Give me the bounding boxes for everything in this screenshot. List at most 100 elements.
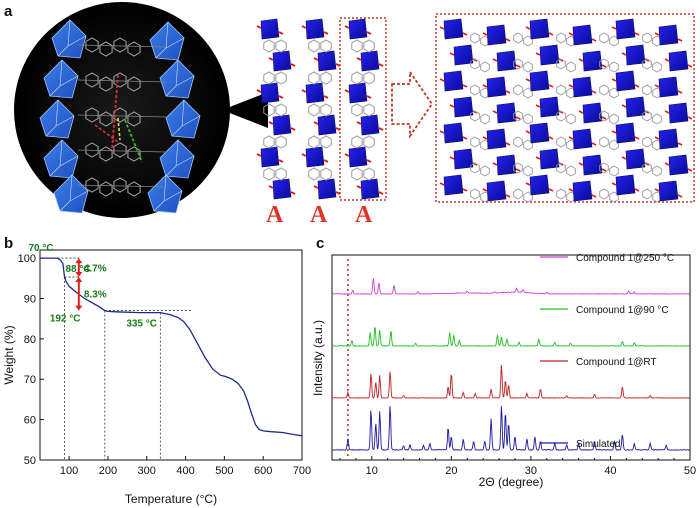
y-tick-label: 100	[18, 253, 36, 265]
ligand-ring	[351, 71, 363, 85]
ligand-ring	[85, 72, 99, 88]
ligand-ring	[642, 136, 652, 148]
oxygen-bond	[256, 25, 262, 29]
octahedron-edge	[165, 59, 195, 97]
oxygen-bond	[366, 95, 372, 99]
oxygen-bond	[278, 159, 284, 163]
ligand-ring	[470, 188, 480, 200]
oxygen-bond	[601, 116, 607, 120]
ligand-ring	[85, 177, 99, 193]
ligand-ring	[308, 135, 320, 149]
oxygen-bond	[505, 90, 511, 94]
octahedron-polyhedron	[658, 128, 679, 150]
octahedron-edge	[165, 139, 195, 177]
octahedron-polyhedron	[443, 70, 464, 92]
octahedron-polyhedron	[272, 178, 292, 200]
temp-label-70: 70 °C	[28, 243, 53, 254]
oxygen-bond	[313, 121, 319, 125]
circle-octahedra	[39, 19, 201, 214]
ligand-ring	[599, 32, 609, 44]
octahedron-polyhedron	[305, 146, 325, 168]
octahedron-polyhedron	[39, 99, 75, 139]
ligand-ring	[523, 165, 533, 177]
oxygen-bond	[268, 185, 274, 189]
ligand-ring	[609, 61, 619, 73]
oxygen-bond	[591, 38, 597, 42]
octahedron-edge	[59, 174, 89, 212]
ligand-ring	[308, 167, 320, 181]
octahedron-polyhedron	[572, 76, 593, 98]
oxygen-bond	[548, 84, 554, 88]
y-tick-label: 70	[24, 374, 36, 386]
ligand-ring	[556, 84, 566, 96]
ligand-ring	[85, 37, 99, 53]
y-tick-label: 80	[24, 334, 36, 346]
panel-a-crystal-structure: A A A	[14, 2, 695, 228]
ligand-ring	[609, 113, 619, 125]
octahedron-polyhedron	[260, 146, 280, 168]
ligand-ring	[480, 61, 490, 73]
pxrd-plot-frame	[331, 254, 691, 461]
ligand-ring	[470, 84, 480, 96]
ligand-ring	[480, 165, 490, 177]
octahedron-polyhedron	[149, 21, 185, 61]
octahedron-polyhedron	[486, 76, 507, 98]
ligand-ring	[599, 84, 609, 96]
ligand-ring	[308, 71, 320, 85]
ligand-ring	[275, 103, 287, 117]
octahedron-polyhedron	[539, 44, 560, 66]
ligand-ring	[470, 162, 480, 174]
ligand-ring	[556, 162, 566, 174]
ligand-ring	[556, 58, 566, 70]
ligand-ring	[556, 32, 566, 44]
oxygen-bond	[505, 38, 511, 42]
oxygen-bond	[677, 90, 683, 94]
temp-label-192: 192 °C	[50, 314, 81, 325]
x-tick-label: 200	[99, 465, 117, 477]
octahedron-polyhedron	[453, 96, 474, 118]
x-tick-label: 100	[60, 465, 78, 477]
octahedron-edge	[49, 139, 79, 177]
ligand-ring	[308, 103, 320, 117]
oxygen-bond	[515, 168, 521, 172]
ligand-bond	[77, 79, 167, 83]
octahedron-polyhedron	[165, 99, 201, 139]
oxygen-bond	[313, 185, 319, 189]
ligand-ring	[127, 41, 141, 57]
octahedron-polyhedron	[496, 102, 517, 124]
oxygen-bond	[568, 136, 574, 140]
octahedron-polyhedron	[305, 18, 325, 40]
x-tick-label: 30	[525, 465, 537, 477]
ligand-ring	[642, 58, 652, 70]
ligand-ring	[513, 162, 523, 174]
ligand-ring	[566, 61, 576, 73]
oxygen-bond	[515, 116, 521, 120]
ligand-ring	[263, 167, 275, 181]
octahedron-polyhedron	[668, 102, 689, 124]
ligand-ring	[470, 32, 480, 44]
oxygen-bond	[525, 182, 531, 186]
oxygen-bond	[515, 64, 521, 68]
octahedron-polyhedron	[539, 96, 560, 118]
legend-label-0: Simulated	[576, 439, 620, 450]
octahedron-polyhedron	[443, 18, 464, 40]
oxygen-bond	[505, 142, 511, 146]
ligand-ring	[113, 142, 127, 158]
x-tick-label: 20	[445, 465, 457, 477]
x-tick-label: 500	[215, 465, 233, 477]
octahedron-polyhedron	[305, 82, 325, 104]
oxygen-bond	[301, 89, 307, 93]
panel-label-c: c	[316, 235, 324, 252]
oxygen-bond	[611, 182, 617, 186]
ligand-ring	[363, 135, 375, 149]
oxygen-bond	[449, 104, 455, 108]
ligand-ring	[263, 135, 275, 149]
ligand-ring	[320, 167, 332, 181]
oxygen-bond	[462, 136, 468, 140]
octahedron-polyhedron	[453, 148, 474, 170]
oxygen-bond	[568, 32, 574, 36]
octahedron-polyhedron	[360, 50, 380, 72]
pattern-2	[331, 327, 690, 347]
